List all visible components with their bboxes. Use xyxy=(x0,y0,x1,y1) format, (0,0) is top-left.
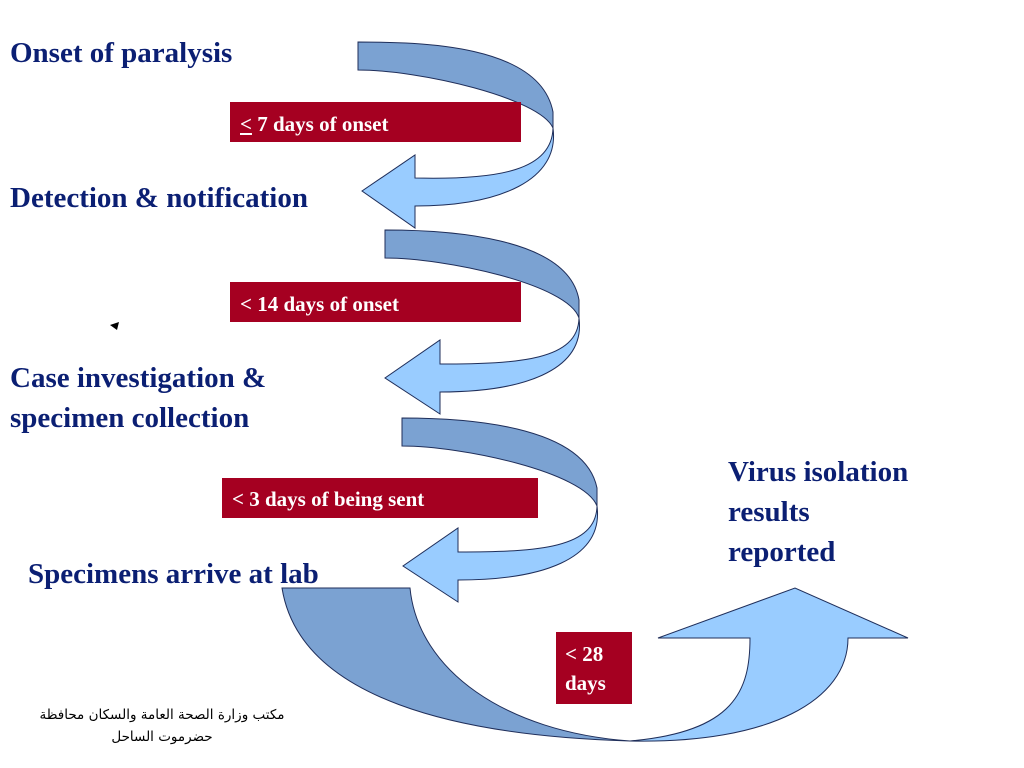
step-virus-isolation-results: Virus isolation results reported xyxy=(728,452,908,572)
interval-badge-28-days-line1: < 28 xyxy=(565,640,632,669)
curved-arrow-1-back xyxy=(357,41,554,129)
interval-badge-28-days-text: 28 xyxy=(576,642,604,666)
step-virus-isolation-line3: reported xyxy=(728,536,836,568)
curved-arrow-3-head xyxy=(402,505,598,603)
step-virus-isolation-line2: results xyxy=(728,496,810,528)
interval-badge-7-days-text: 7 days of onset xyxy=(251,112,389,136)
step-detection-notification: Detection & notification xyxy=(10,182,308,214)
step-case-investigation-line1: Case investigation & xyxy=(10,362,267,394)
small-triangle-marker xyxy=(110,322,119,330)
interval-badge-3-days-symbol: < xyxy=(232,487,244,511)
curved-arrow-1-head xyxy=(361,127,555,229)
interval-badge-14-days-symbol: < xyxy=(240,292,252,316)
big-return-arrow-head xyxy=(629,587,909,742)
footer-line1: مكتب وزارة الصحة العامة والسكان محافظة xyxy=(39,707,285,723)
curved-arrow-3 xyxy=(401,417,598,603)
big-return-arrow xyxy=(281,587,909,742)
curved-arrow-3-back xyxy=(401,417,598,507)
curved-arrow-1 xyxy=(357,41,555,229)
step-case-investigation-line2: specimen collection xyxy=(10,402,250,434)
interval-badge-3-days: < 3 days of being sent xyxy=(222,478,538,518)
curved-arrow-2-back xyxy=(384,229,580,319)
interval-badge-14-days: < 14 days of onset xyxy=(230,282,521,322)
curved-arrow-2 xyxy=(384,229,580,415)
interval-badge-7-days-symbol: < xyxy=(240,112,252,136)
footer-line2: حضرموت الساحل xyxy=(111,729,213,745)
interval-badge-28-days-line2: days xyxy=(565,671,606,695)
interval-badge-7-days: < 7 days of onset xyxy=(230,102,521,142)
interval-badge-3-days-text: 3 days of being sent xyxy=(243,487,425,511)
step-virus-isolation-line1: Virus isolation xyxy=(728,456,909,488)
interval-badge-14-days-text: 14 days of onset xyxy=(251,292,399,316)
footer-office-name: مكتب وزارة الصحة العامة والسكان محافظة ح… xyxy=(12,704,312,748)
step-specimens-arrive: Specimens arrive at lab xyxy=(28,558,319,590)
interval-badge-28-days: < 28 days xyxy=(556,632,632,704)
big-return-arrow-back xyxy=(281,587,631,742)
step-case-investigation: Case investigation & specimen collection xyxy=(10,358,266,438)
step-onset-of-paralysis: Onset of paralysis xyxy=(10,37,233,69)
curved-arrow-2-head xyxy=(384,317,580,415)
interval-badge-28-days-symbol: < xyxy=(565,642,577,666)
